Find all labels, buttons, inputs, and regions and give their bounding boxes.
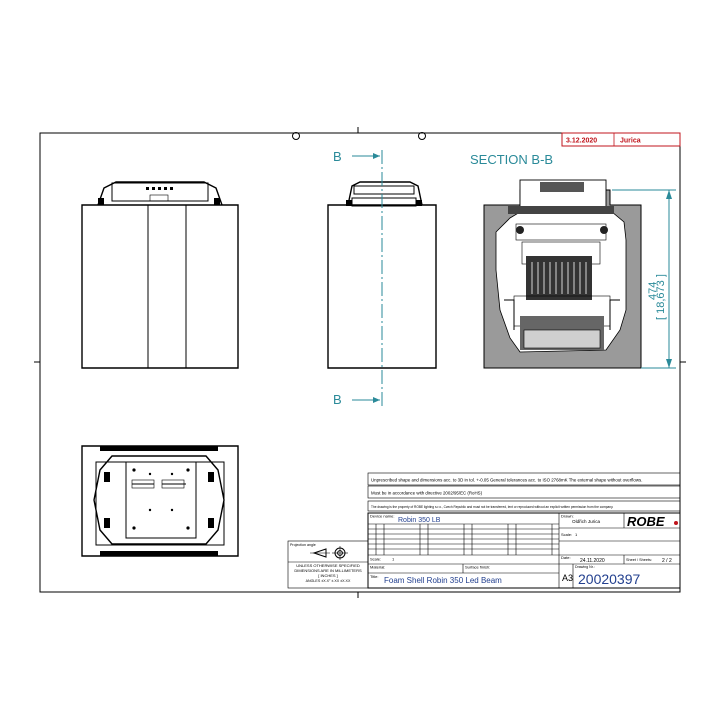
- drawing-number: 20020397: [578, 571, 641, 587]
- section-marker-top: B: [333, 149, 380, 164]
- front-view: [81, 181, 239, 369]
- svg-text:B: B: [333, 392, 342, 407]
- units-mm: DIMENSIONS ARE IN MILLIMETERS: [294, 568, 362, 573]
- general-notes: Unprescribed shape and dimensions acc. t…: [367, 472, 681, 512]
- scale-label: Scale:: [561, 532, 572, 537]
- material-label: Material:: [370, 565, 385, 570]
- height-dimension: 474 [ 18,673 ]: [612, 189, 676, 369]
- scale-value: 1: [575, 532, 578, 537]
- revision-date: 3.12.2020: [566, 138, 597, 145]
- drawn-label: Drawn:: [561, 514, 574, 519]
- date-value: 24.11.2020: [580, 558, 605, 564]
- section-marker-bottom: B: [333, 392, 380, 407]
- logo-dot: [674, 521, 678, 525]
- section-title: SECTION B-B: [470, 152, 553, 167]
- note-tolerances: Unprescribed shape and dimensions acc. t…: [371, 478, 642, 483]
- section-view: [483, 179, 642, 369]
- projection-label: Projection angle: [290, 543, 316, 547]
- top-view: [81, 445, 239, 557]
- dimension-inches: [ 18,673 ]: [655, 274, 667, 320]
- projection-box: Projection angle UNLESS OTHERWISE SPECIF…: [287, 540, 369, 589]
- drawn-by: Oldřich Jurica: [572, 519, 601, 524]
- device-name: Robin 350 LB: [398, 517, 441, 524]
- revision-grid: [368, 524, 559, 555]
- registration-hole-left: [292, 132, 300, 140]
- svg-text:B: B: [333, 149, 342, 164]
- title-label: Title:: [370, 574, 379, 579]
- side-view: [327, 150, 437, 408]
- note-rohs: Must be in accordance with directive 200…: [371, 491, 483, 496]
- number-label: Drawing Nr.:: [575, 565, 595, 569]
- robe-logo: ROBE: [627, 514, 665, 529]
- revision-box: 3.12.2020 Jurica: [561, 132, 681, 147]
- date-label: Date:: [561, 555, 571, 560]
- units-unless: UNLESS OTHERWISE SPECIFIED: [296, 563, 360, 568]
- surface-label: Surface finish:: [465, 565, 490, 570]
- units-angles: ANGLES ±X.X° ±.XX ±X.XX: [306, 579, 351, 583]
- drawing-title: Foam Shell Robin 350 Led Beam: [384, 576, 502, 585]
- units-inches: [ INCHES ]: [318, 573, 338, 578]
- note-property: The drawing is the property of ROBE ligh…: [371, 505, 613, 509]
- scale-row-value: 1: [392, 557, 395, 562]
- revision-author: Jurica: [620, 138, 641, 145]
- sheet-label: Sheet / Sheets:: [626, 558, 652, 562]
- sheet-size: A3: [562, 573, 573, 583]
- title-block: Device name: Robin 350 LB Drawn: Oldřich…: [367, 512, 681, 589]
- scale-row-label: Scale:: [370, 557, 381, 562]
- device-label: Device name:: [370, 514, 394, 519]
- dimension-value: 474: [647, 282, 659, 300]
- registration-hole-right: [418, 132, 426, 140]
- sheet-value: 2 / 2: [662, 558, 672, 564]
